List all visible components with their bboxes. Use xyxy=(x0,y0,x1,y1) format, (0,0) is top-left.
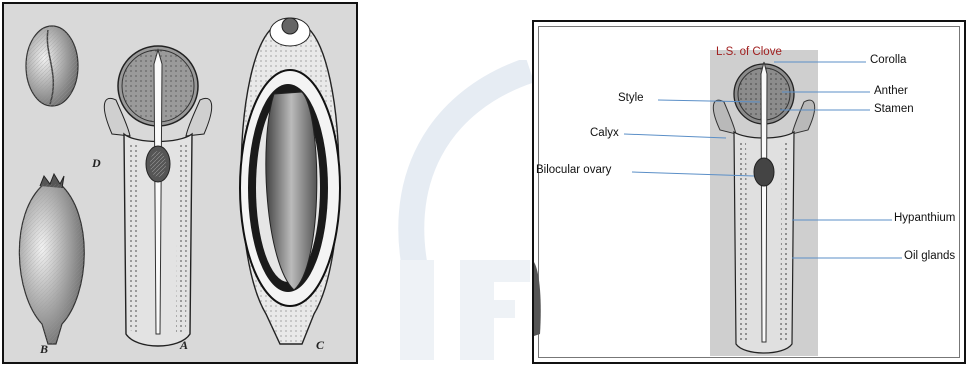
letter-d: D xyxy=(92,156,101,171)
watermark xyxy=(360,60,540,370)
label-hypanthium: Hypanthium xyxy=(894,212,955,224)
letter-a: A xyxy=(180,338,188,353)
letter-b: B xyxy=(40,342,48,357)
clove-ls-drawing xyxy=(534,22,964,362)
seed-d xyxy=(26,26,78,106)
label-calyx: Calyx xyxy=(590,127,619,139)
label-stamen: Stamen xyxy=(874,103,914,115)
clove-engraving-panel: D B A C xyxy=(2,2,358,364)
label-anther: Anther xyxy=(874,85,908,97)
label-bilocular-ovary: Bilocular ovary xyxy=(536,164,611,176)
fruit-section-c xyxy=(240,18,340,344)
letter-c: C xyxy=(316,338,324,353)
label-corolla: Corolla xyxy=(870,54,906,66)
clove-engraving xyxy=(4,4,356,362)
diagram-title: L.S. of Clove xyxy=(716,46,782,58)
longitudinal-section-a xyxy=(104,46,211,346)
fruit-b xyxy=(19,174,84,344)
labeled-diagram-panel: L.S. of Clove Corolla Anther Stamen Styl… xyxy=(532,20,966,364)
label-style: Style xyxy=(618,92,644,104)
label-oil-glands: Oil glands xyxy=(904,250,955,262)
